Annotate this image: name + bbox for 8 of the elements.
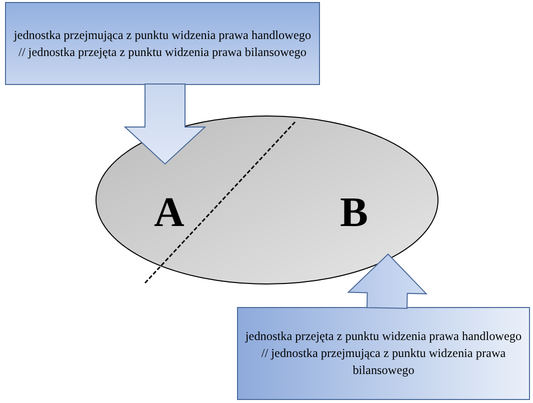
callout-box xyxy=(237,307,530,400)
callout-text: jednostka przejęta z punktu widzenia prawa handlowego // jednostka przejmująca z punktu widzenia prawa bilansowego xyxy=(244,328,523,379)
block-arrow xyxy=(347,253,428,309)
block-arrow xyxy=(124,84,206,165)
callout-text: jednostka przejmująca z punktu widzenia prawa handlowego // jednostka przejęta z punktu widzenia prawa bilansowego xyxy=(12,26,312,60)
region-letter: B xyxy=(340,192,368,234)
callout-box xyxy=(5,2,320,85)
region-letter: A xyxy=(154,192,184,234)
